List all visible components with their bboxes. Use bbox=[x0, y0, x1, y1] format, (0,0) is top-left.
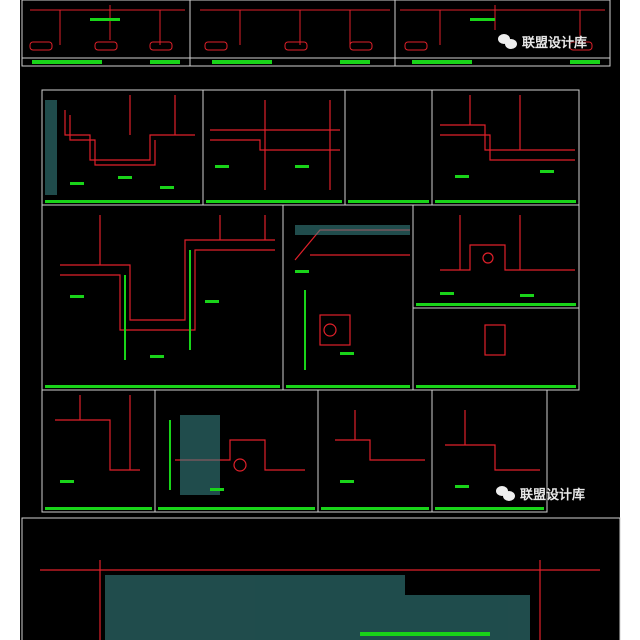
dimension-labels bbox=[60, 165, 554, 636]
top-detail-lines bbox=[29, 5, 605, 51]
main-sheet-frame bbox=[21, 89, 621, 640]
watermark-text: 联盟设计库 bbox=[522, 36, 588, 51]
watermark-top: 联盟设计库 bbox=[498, 32, 587, 51]
insulation-lines bbox=[124, 250, 306, 490]
wechat-icon bbox=[498, 33, 518, 50]
panel-title-bars bbox=[45, 200, 576, 510]
watermark-bottom: 联盟设计库 bbox=[496, 484, 585, 503]
top-title-labels bbox=[32, 18, 600, 64]
wechat-icon bbox=[496, 485, 516, 502]
top-detail-strip bbox=[21, 0, 611, 67]
watermark-text: 联盟设计库 bbox=[520, 488, 586, 503]
detail-section-lines bbox=[40, 95, 600, 640]
